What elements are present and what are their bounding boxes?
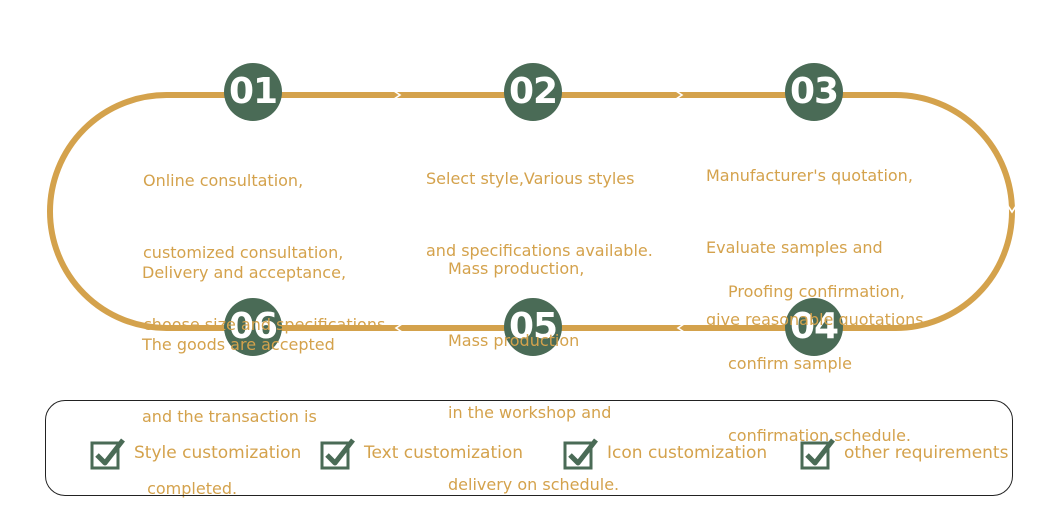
step-description-03: Manufacturer's quotation, Evaluate sampl… [706,116,929,356]
step-line: choose size and specifications. [143,315,391,334]
step-line: Select style,Various styles [426,169,635,188]
option-label: Icon customization [607,443,768,463]
step-line: Mass production [448,331,580,350]
step-line: confirm sample [728,354,852,373]
arrow-left-icon [394,323,403,333]
step-description-05: Mass production, Mass production in the … [448,209,619,521]
step-line: and specifications available. [426,241,653,260]
arrow-left-icon [676,323,685,333]
arrow-right-icon [393,90,402,100]
step-description-02: Select style,Various styles and specific… [426,119,653,287]
step-number-05: 05 [504,298,562,356]
checkbox-check-icon [563,438,598,470]
arrow-right-icon [675,90,684,100]
option-text-customization[interactable]: Text customization [318,435,523,471]
step-number-01: 01 [224,63,282,121]
checkbox-check-icon [320,438,355,470]
step-number-04: 04 [785,298,843,356]
step-line: customized consultation, [143,243,344,262]
option-label: Style customization [134,443,302,463]
step-line: Online consultation, [143,171,304,190]
step-line: confirmation schedule. [728,426,912,445]
option-icon-customization[interactable]: Icon customization [561,435,767,471]
step-description-01: Online consultation, customized consulta… [143,121,390,361]
step-line: give reasonable quotations. [706,310,929,329]
option-label: other requirements [844,443,1009,463]
step-number-06: 06 [224,298,282,356]
step-line: The goods are accepted [142,335,335,354]
step-description-06: Delivery and acceptance, The goods are a… [142,213,346,525]
checkbox-check-icon [800,438,835,470]
checkbox-check-icon [90,438,125,470]
step-line: and the transaction is [142,407,317,426]
step-line: Proofing confirmation, [728,282,905,301]
step-line: in the workshop and [448,403,612,422]
step-number-03: 03 [785,63,843,121]
step-number-02: 02 [504,63,562,121]
step-line: Mass production, [448,259,585,278]
step-description-04: Proofing confirmation, confirm sample co… [728,232,911,472]
step-line: Manufacturer's quotation, [706,166,913,185]
step-line: delivery on schedule. [448,475,620,494]
option-style-customization[interactable]: Style customization [88,435,301,471]
option-label: Text customization [364,443,524,463]
step-line: completed. [142,479,238,498]
arrow-down-icon [1007,205,1017,214]
step-line: Delivery and acceptance, [142,263,347,282]
step-line: Evaluate samples and [706,238,883,257]
customization-options-box [45,400,1013,496]
option-other-requirements[interactable]: other requirements [798,435,1008,471]
